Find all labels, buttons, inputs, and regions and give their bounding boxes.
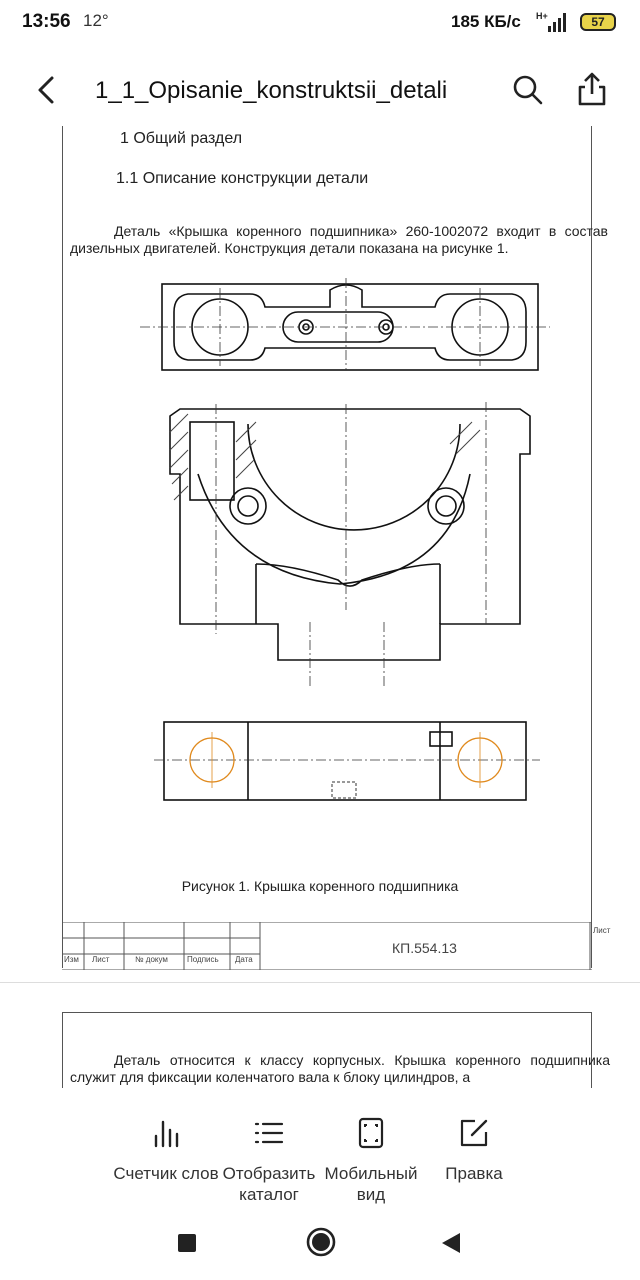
app-bar: 1_1_Opisanie_konstruktsii_detali (0, 56, 640, 126)
status-temperature: 12° (83, 11, 109, 30)
technical-drawing (140, 278, 550, 801)
status-bar: 13:56 12° 185 КБ/с H+ 57 (0, 0, 640, 46)
battery-icon: 57 (580, 13, 616, 31)
word-count-label: Счетчик слов (113, 1164, 219, 1183)
stamp-col-date: Дата (235, 955, 253, 964)
back-triangle-icon[interactable] (440, 1231, 462, 1255)
word-count-button[interactable]: Счетчик слов (111, 1116, 221, 1184)
show-catalog-label: Отобразить каталог (222, 1164, 316, 1204)
paragraph: Деталь «Крышка коренного подшипника» 260… (70, 223, 608, 256)
bottom-toolbar: Счетчик слов Отобразить каталог Мобильны… (0, 1088, 640, 1206)
document-title: 1_1_Opisanie_konstruktsii_detali (95, 77, 448, 104)
edit-button[interactable]: Правка (419, 1116, 529, 1184)
mobile-view-icon (358, 1117, 384, 1149)
heading-section: 1 Общий раздел (120, 130, 243, 147)
document-view[interactable]: 1 Общий раздел 1.1 Описание конструкции … (0, 126, 640, 1088)
stamp-col-list: Лист (92, 955, 110, 964)
show-catalog-button[interactable]: Отобразить каталог (214, 1116, 324, 1205)
stamp-col-izm: Изм (64, 955, 79, 964)
stamp-col-doc: № докум (135, 955, 168, 964)
mobile-view-button[interactable]: Мобильный вид (316, 1116, 426, 1205)
page-frame-2 (62, 1012, 592, 1088)
battery-level: 57 (591, 15, 605, 29)
stop-square-icon[interactable] (176, 1232, 198, 1254)
search-icon[interactable] (510, 72, 546, 108)
network-type: H+ (536, 11, 548, 21)
share-icon[interactable] (574, 70, 610, 108)
edit-icon (460, 1119, 488, 1147)
mobile-view-label: Мобильный вид (324, 1164, 418, 1204)
home-circle-icon[interactable] (305, 1226, 337, 1258)
system-nav-bar (0, 1206, 640, 1280)
heading-subsection: 1.1 Описание конструкции детали (116, 170, 369, 187)
edit-label: Правка (445, 1164, 503, 1183)
bar-chart-icon (154, 1120, 179, 1148)
stamp-col-sign: Подпись (187, 955, 219, 964)
list-icon (254, 1122, 284, 1144)
figure-caption: Рисунок 1. Крышка коренного подшипника (181, 878, 459, 894)
title-block (62, 922, 592, 970)
stamp-sheet-label: Лист (593, 926, 611, 935)
document-code: КП.554.13 (392, 940, 457, 956)
paragraph: Деталь относится к классу корпусных. Кры… (70, 1052, 610, 1085)
page-separator (0, 982, 640, 983)
status-time: 13:56 (22, 11, 71, 32)
signal-icon: H+ (536, 11, 566, 32)
page-frame (62, 126, 592, 968)
status-net-speed: 185 КБ/с (451, 12, 521, 31)
back-arrow-icon[interactable] (30, 72, 66, 108)
